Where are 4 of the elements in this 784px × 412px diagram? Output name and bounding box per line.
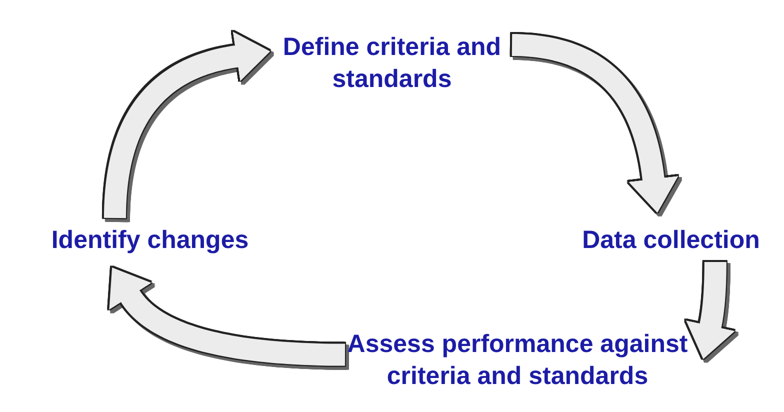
step-label: Identify changes [4, 218, 296, 262]
step-label: Data collection [560, 218, 782, 262]
step-label: Define criteria and standards [272, 18, 512, 108]
step-label: Assess performance against criteria and standards [345, 308, 690, 412]
